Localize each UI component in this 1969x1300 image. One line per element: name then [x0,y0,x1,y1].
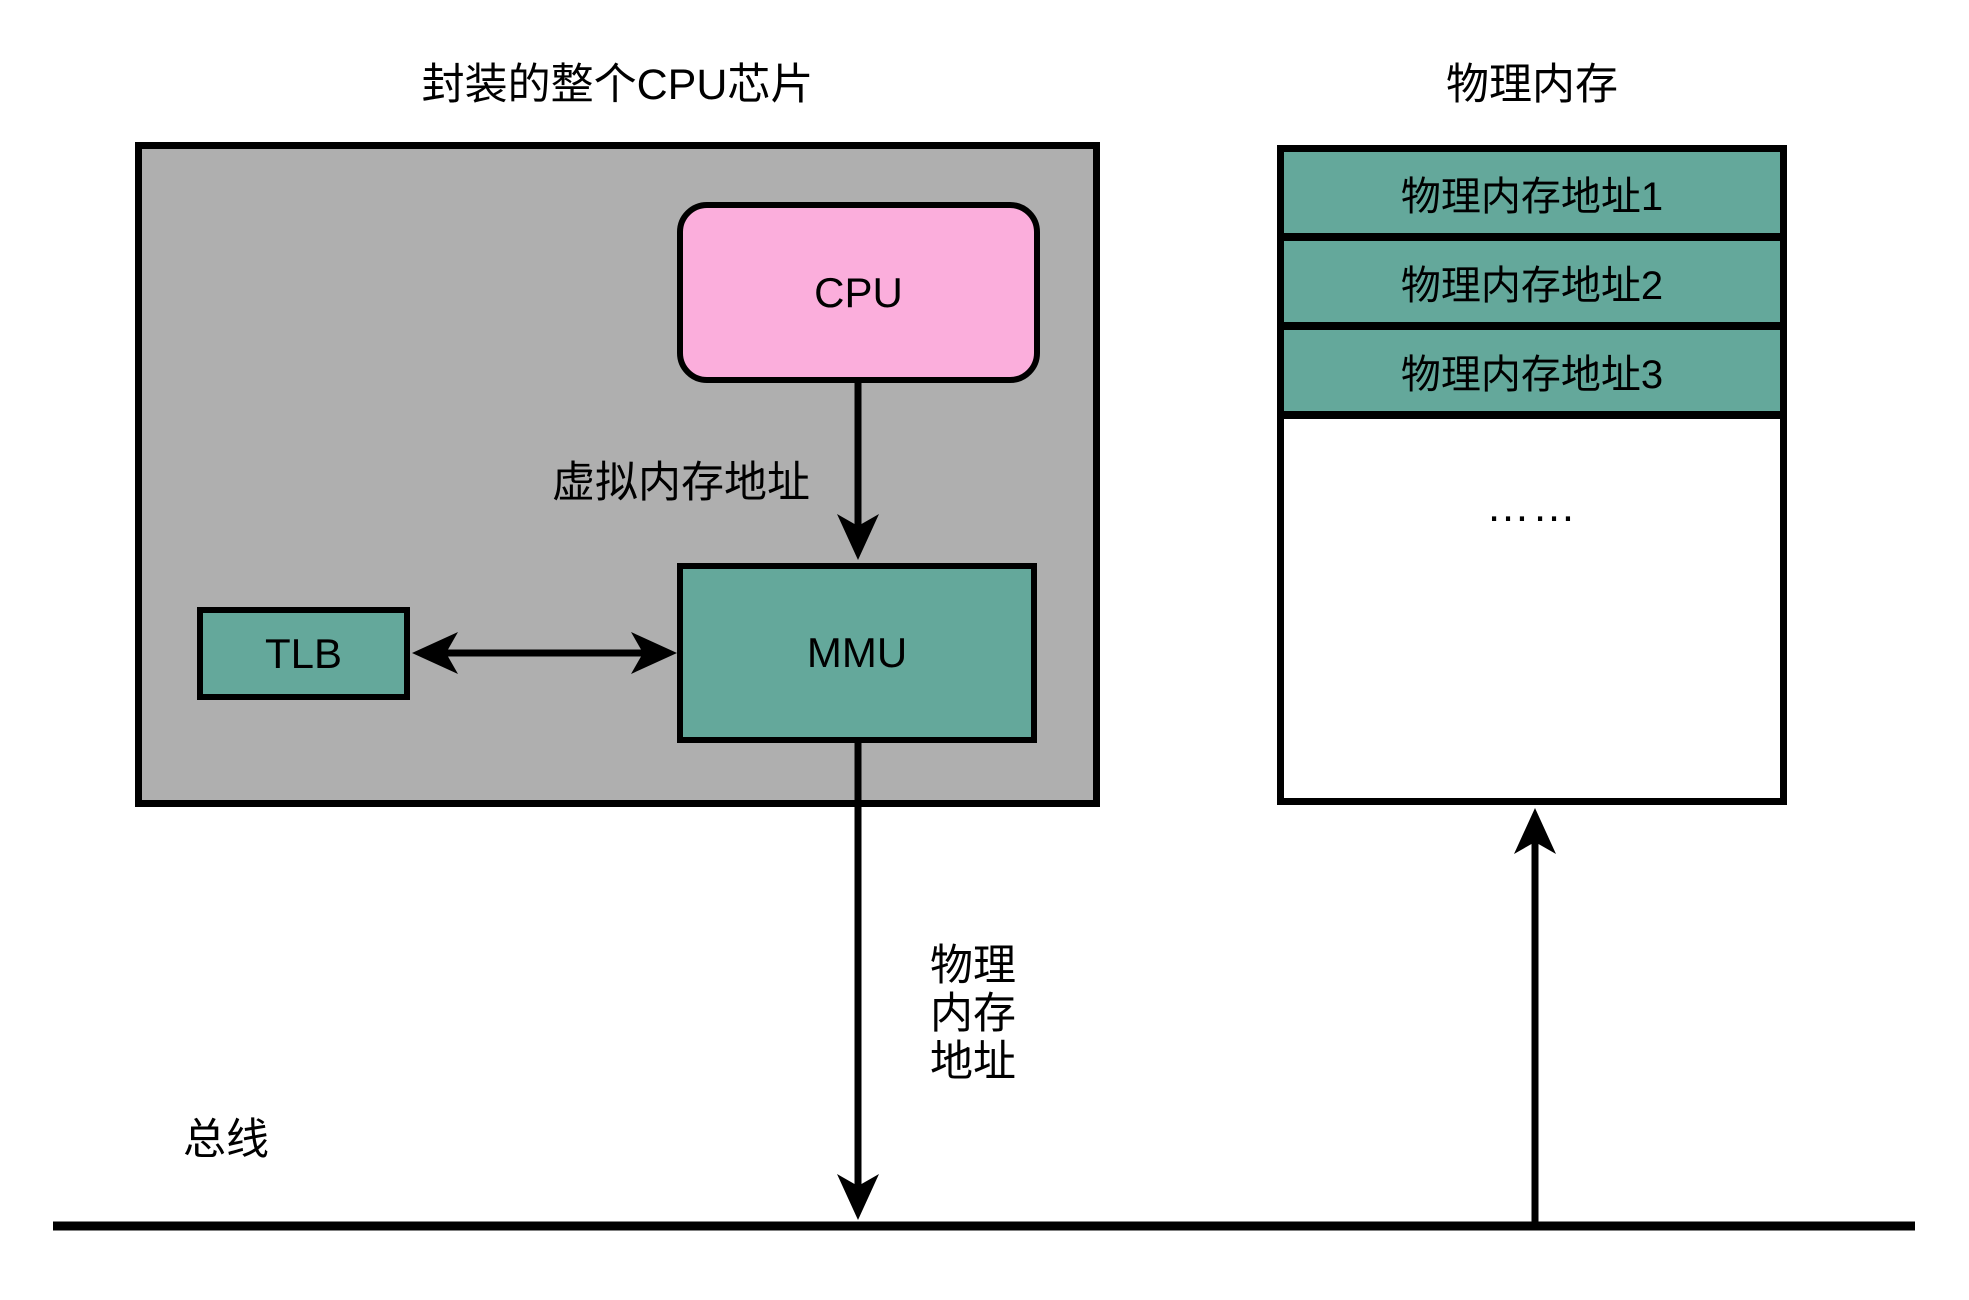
mmu-box: MMU [677,563,1037,743]
mmu-to-bus-arrowhead-icon [837,1174,879,1220]
bus-label: 总线 [183,1116,269,1164]
physical-memory-box: 物理内存地址1 物理内存地址2 物理内存地址3 …… [1277,145,1787,805]
tlb-box: TLB [197,607,410,700]
cpu-box: CPU [677,202,1040,383]
bus-to-memory-arrowhead-icon [1514,808,1556,854]
physical-address-label: 物理 内存 地址 [930,942,1016,1086]
memory-row: 物理内存地址3 [1284,330,1780,419]
memory-row: 物理内存地址1 [1284,152,1780,241]
physical-memory-title: 物理内存 [1446,61,1618,109]
cpu-chip-title: 封装的整个CPU芯片 [421,61,814,109]
virtual-address-label: 虚拟内存地址 [552,459,810,507]
memory-row: 物理内存地址2 [1284,241,1780,330]
memory-ellipsis: …… [1486,482,1578,531]
